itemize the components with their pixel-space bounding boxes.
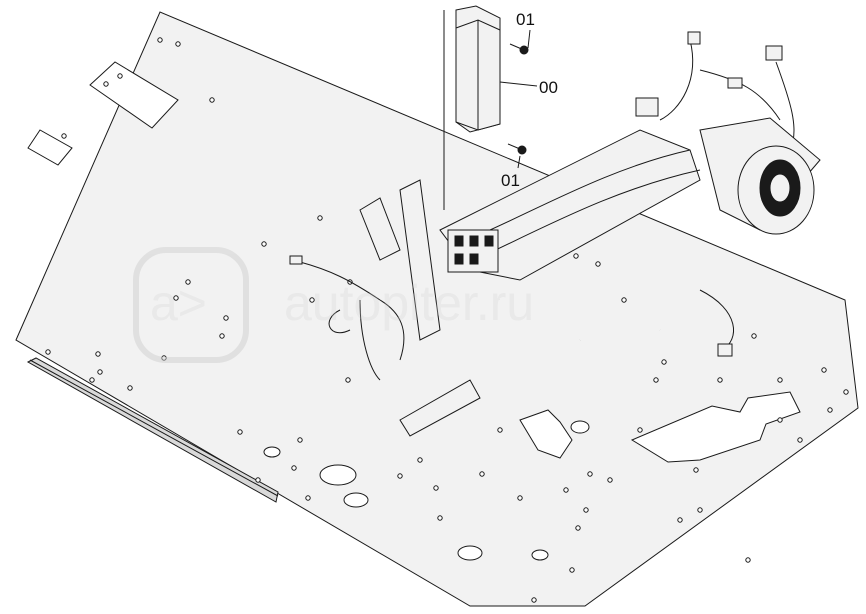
bolt-hole (397, 473, 403, 479)
bolt-hole (595, 261, 601, 267)
bolt-hole (569, 567, 575, 573)
watermark-logo: a> (150, 275, 207, 331)
bolt-hole (621, 297, 627, 303)
callout-screw-top: 01 (516, 10, 535, 29)
bolt-hole (827, 407, 833, 413)
bolt-hole (417, 457, 423, 463)
bolt-hole (45, 349, 51, 355)
bolt-hole (563, 487, 569, 493)
wiring-harness (289, 31, 821, 437)
bolt-hole (237, 429, 243, 435)
bolt-hole (607, 477, 613, 483)
callout-module: 00 (539, 78, 558, 97)
watermark: a> autopiter.ru (133, 247, 534, 363)
bolt-hole (317, 215, 323, 221)
bolt-hole (291, 465, 297, 471)
bolt-hole (517, 495, 523, 501)
bolt-hole (305, 495, 311, 501)
bolt-hole (745, 557, 751, 563)
bolt-hole (661, 359, 667, 365)
bolt-hole (717, 377, 723, 383)
bolt-hole (751, 333, 757, 339)
bolt-hole (693, 467, 699, 473)
watermark-site: autopiter.ru (284, 275, 534, 331)
bolt-hole (117, 73, 123, 79)
bolt-hole (345, 377, 351, 383)
bolt-hole (127, 385, 133, 391)
bolt-hole (103, 81, 109, 87)
screw-bottom (507, 143, 527, 169)
bolt-hole (677, 517, 683, 523)
bolt-hole (261, 241, 267, 247)
bolt-hole (821, 367, 827, 373)
bolt-hole (309, 297, 315, 303)
bolt-hole (175, 41, 181, 47)
bolt-hole (575, 525, 581, 531)
bolt-hole (843, 389, 849, 395)
bolt-hole (777, 417, 783, 423)
bolt-hole (777, 377, 783, 383)
bolt-hole (89, 377, 95, 383)
bolt-hole (173, 295, 179, 301)
bolt-hole (209, 97, 215, 103)
bolt-hole (587, 471, 593, 477)
bolt-hole (297, 437, 303, 443)
bolt-hole (479, 471, 485, 477)
bolt-hole (433, 485, 439, 491)
bolt-hole (185, 279, 191, 285)
bolt-hole (219, 333, 225, 339)
bolt-hole (573, 253, 579, 259)
bolt-hole (223, 315, 229, 321)
bolt-hole (255, 477, 261, 483)
bolt-hole (97, 369, 103, 375)
bolt-hole (157, 37, 163, 43)
callout-screw-bottom: 01 (501, 171, 520, 190)
plate-bolt-holes (45, 37, 849, 603)
bolt-hole (497, 427, 503, 433)
bolt-hole (637, 427, 643, 433)
bolt-hole (95, 351, 101, 357)
bolt-hole (583, 507, 589, 513)
module-part (443, 5, 538, 210)
bolt-hole (437, 515, 443, 521)
bolt-hole (61, 133, 67, 139)
bolt-hole (653, 377, 659, 383)
bolt-hole (531, 597, 537, 603)
screw-top (509, 29, 531, 55)
bolt-hole (797, 437, 803, 443)
bolt-hole (697, 507, 703, 513)
